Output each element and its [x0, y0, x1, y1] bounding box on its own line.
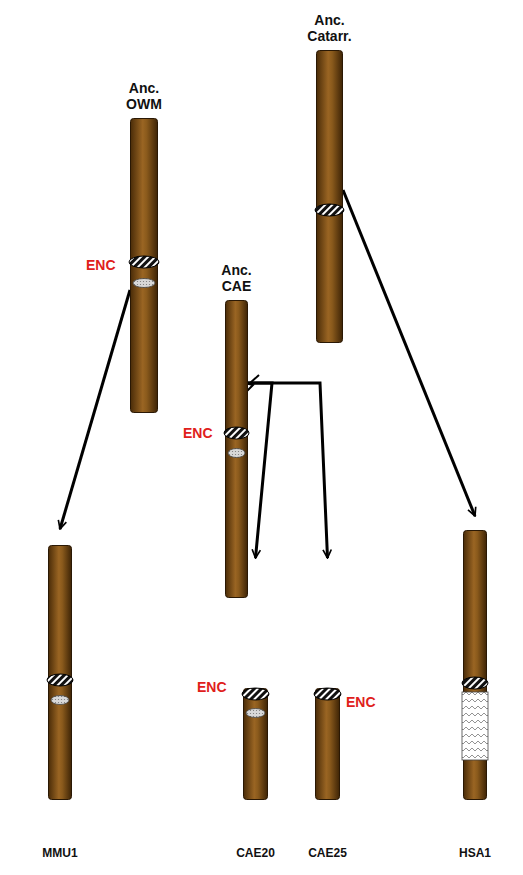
evolution-arrow: [248, 383, 272, 558]
chromosome-bar: [225, 300, 248, 598]
chromosome: CAE20ENC: [243, 688, 268, 800]
centromere-band: [462, 677, 488, 689]
marker-dot: [133, 279, 155, 288]
enc-label: ENC: [183, 425, 213, 441]
centromere-band: [47, 674, 73, 686]
chromosome: MMU1: [48, 545, 72, 800]
marker-dot: [51, 696, 69, 705]
chromosome-bar: [243, 688, 268, 800]
chromosome-name: MMU1: [42, 845, 77, 861]
centromere-band: [242, 688, 269, 700]
chromosome-name: Anc. CAE: [214, 262, 260, 294]
marker-dot: [246, 709, 265, 718]
centromere-band: [314, 688, 341, 700]
chromosome-bar: [315, 688, 340, 800]
chromosome: CAE25ENC: [315, 688, 340, 800]
centromere-band: [315, 204, 344, 216]
enc-label: ENC: [197, 679, 227, 695]
chromosome-bar: [316, 50, 343, 343]
chromosome: HSA1: [463, 530, 487, 800]
heterochromatin-block: [462, 692, 488, 760]
chromosome: Anc. CAEENC: [225, 300, 248, 598]
evolution-arrow: [248, 383, 328, 558]
chromosome-name: Anc. OWM: [119, 80, 169, 112]
evolution-arrow: [60, 290, 130, 529]
chromosome-name: CAE20: [236, 845, 275, 861]
chromosome-bar: [48, 545, 72, 800]
chromosome-body: [49, 546, 72, 800]
chromosome: Anc. Catarr.: [316, 50, 343, 343]
evolution-arrow: [343, 190, 475, 516]
chromosome: Anc. OWMENC: [130, 118, 158, 413]
chromosome-name: CAE25: [308, 845, 347, 861]
chromosome-name: HSA1: [459, 845, 491, 861]
chromosome-name: Anc. Catarr.: [299, 12, 361, 44]
chromosome-body: [316, 689, 340, 800]
marker-dot: [228, 449, 245, 458]
chromosome-body: [244, 689, 268, 800]
centromere-band: [129, 256, 159, 268]
chromosome-body: [317, 51, 343, 343]
centromere-band: [224, 427, 249, 439]
enc-label: ENC: [346, 694, 376, 710]
enc-label: ENC: [86, 257, 116, 273]
chromosome-body: [226, 301, 248, 598]
chromosome-bar: [463, 530, 487, 800]
chromosome-bar: [130, 118, 158, 413]
